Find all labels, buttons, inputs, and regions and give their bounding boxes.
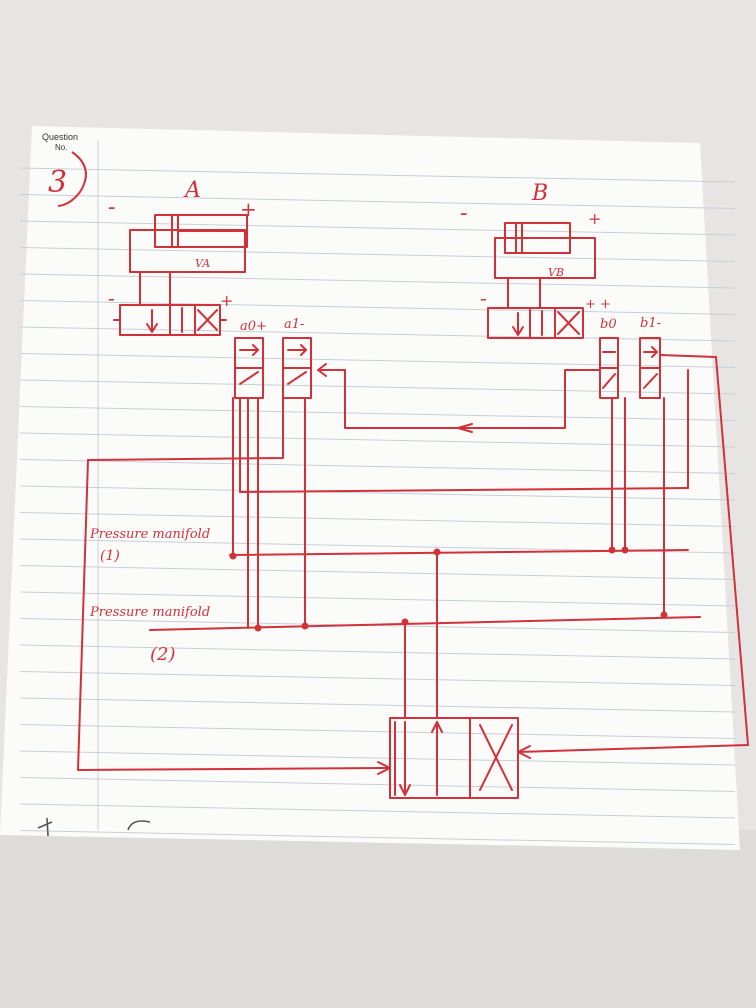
limit-switch-b1 [639,337,661,399]
switch-b1-label: b1- [640,316,661,331]
ruled-line [19,220,736,236]
limit-switch-a1 [282,337,312,399]
junction-dots [229,546,668,632]
limit-switch-a0 [234,337,264,399]
ruled-line [19,565,736,580]
manifold-2-label: Pressure manifold [89,605,210,620]
ruled-line [19,379,736,395]
ruled-line [19,485,736,501]
pipe-left-return [77,459,391,771]
switch-b0-label: b0 [600,317,617,332]
pipe-a1-signal [87,397,284,461]
manifold-1-label: Pressure manifold [89,527,210,542]
pipe-b0-to-a1 [344,369,601,429]
ruled-line [19,512,736,527]
ruled-line [19,432,736,448]
cylinder-a-title: A [183,178,201,203]
valve-a-label: VA [195,257,210,270]
switch-a0-label: a0+ [240,319,267,334]
ruled-line [19,591,736,607]
ruled-line [19,459,736,474]
manifold-1-number: (1) [100,548,120,564]
valve-b-minus: - [480,286,487,310]
ruled-line [19,247,736,262]
limit-switch-b0 [599,337,619,399]
question-bracket [57,151,87,207]
valve-a-minus: - [108,286,115,310]
cylinder-b-minus: - [460,201,467,226]
question-number: 3 [48,165,67,200]
ruled-line [19,644,736,660]
ruled-line [19,194,736,209]
cylinder-b-title: B [531,181,548,206]
valve-b [487,307,584,339]
stray-pencil-marks [37,817,151,837]
pneumatic-circuit [77,214,749,799]
valve-a [113,304,227,336]
cylinder-b-plus: + [588,209,601,228]
cylinder-a-plus: + [240,197,257,221]
table-surface [0,830,756,1008]
valve-b-plus: + + [585,297,611,312]
cylinder-b [494,222,596,309]
cylinder-a-minus: - [108,195,115,220]
ruled-line [19,671,736,686]
valve-b-label: VB [548,266,564,279]
main-directional-valve [389,717,519,799]
pipe-right-return [517,354,749,753]
switch-a1-label: a1- [284,317,304,332]
ruled-line [19,353,736,368]
question-no-label: No. [55,143,67,152]
question-label: Question [42,132,78,142]
ruled-line [19,167,736,183]
pressure-manifold-2-line [149,616,701,631]
ruled-line [19,803,736,819]
ruled-line [19,697,736,713]
ruled-line [19,777,736,792]
ruled-line [19,750,736,766]
ruled-lines [19,167,736,845]
ruled-line [19,406,736,421]
cylinder-a [129,214,248,306]
ruled-line [19,830,736,845]
manifold-2-number: (2) [150,644,176,665]
valve-a-plus: + [220,291,233,310]
ruled-line [19,724,736,739]
